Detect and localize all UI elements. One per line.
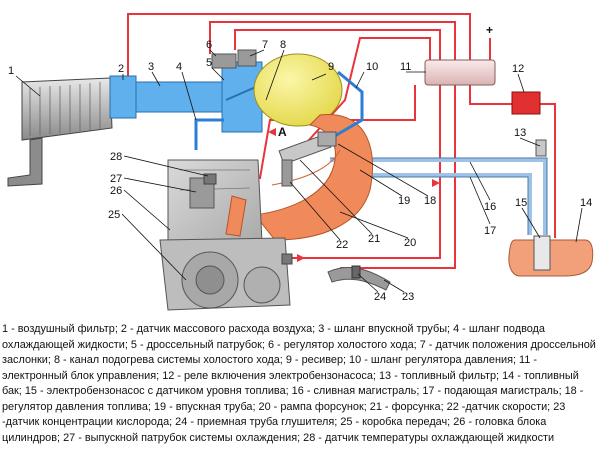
part-label-20: 20: [404, 237, 416, 249]
throttle-linkage: [225, 195, 247, 237]
electronic-control-unit: [424, 59, 496, 86]
part-label-25: 25: [108, 209, 120, 221]
part-label-27: 27: [110, 173, 122, 185]
exhaust-pipe: [327, 266, 391, 291]
electric-fuel-pump: [533, 235, 551, 271]
fuel-tank: [508, 239, 594, 277]
part-label-6: 6: [206, 39, 212, 51]
part-label-9: 9: [328, 61, 334, 73]
coolant-temp-sensor: [203, 173, 217, 185]
plus-marker: +: [486, 23, 493, 37]
intake-hose: [135, 81, 227, 113]
wire-speed: [290, 85, 441, 259]
part-label-21: 21: [368, 233, 380, 245]
idle-air-regulator: [211, 53, 237, 69]
part-label-15: 15: [515, 197, 527, 209]
part-label-10: 10: [366, 61, 378, 73]
supply-line: [330, 173, 532, 235]
fuel-filter: [535, 139, 547, 157]
part-label-2: 2: [118, 63, 124, 75]
part-label-19: 19: [398, 195, 410, 207]
part-label-1: 1: [8, 65, 14, 77]
part-label-4: 4: [176, 61, 182, 73]
part-label-7: 7: [262, 39, 268, 51]
engine-block: [159, 159, 293, 311]
wire-idle: [209, 21, 456, 60]
return-line: [330, 158, 547, 235]
air-filter: [7, 77, 113, 187]
wire-lambda: [340, 85, 456, 269]
part-labels: 1 2 3 4 5 6 7 8 9 10 11 12 13 14 15 16 1…: [8, 39, 592, 303]
fuel-pump-relay: [511, 91, 541, 115]
coolant-hose: [194, 118, 224, 150]
throttle-position-sensor: [237, 49, 257, 67]
part-label-13: 13: [514, 127, 526, 139]
part-label-26: 26: [110, 185, 122, 197]
fuel-lines-outline: [330, 157, 548, 235]
pressure-regulator-hose: [327, 70, 364, 142]
part-label-23: 23: [402, 291, 414, 303]
arrow-a-marker: A: [278, 125, 287, 139]
wire-pump: [540, 103, 556, 238]
part-label-24: 24: [374, 291, 386, 303]
part-label-18: 18: [424, 195, 436, 207]
wire-maf: [127, 13, 471, 78]
part-label-8: 8: [280, 39, 286, 51]
part-label-11: 11: [400, 61, 411, 73]
part-label-16: 16: [484, 201, 496, 213]
parts-legend: 1 - воздушный фильтр; 2 - датчик массово…: [2, 323, 599, 444]
leader-lines: [15, 49, 583, 293]
part-label-22: 22: [336, 239, 348, 251]
fuel-injection-diagram: + A 1 2 3 4 5 6 7 8 9 10 11 12 13 14 15 …: [7, 13, 594, 311]
part-label-28: 28: [110, 151, 122, 163]
fuel-lines: [330, 158, 547, 235]
part-label-12: 12: [512, 63, 524, 75]
part-label-17: 17: [484, 225, 496, 237]
mass-air-flow-sensor: [109, 75, 137, 119]
part-label-3: 3: [148, 61, 154, 73]
wire-tps: [234, 29, 441, 60]
speed-sensor: [281, 253, 293, 265]
flow-arrows: [268, 128, 440, 262]
part-label-14: 14: [580, 197, 592, 209]
wire-relay: [469, 85, 512, 105]
oxygen-sensor: [351, 265, 361, 279]
fuel-pressure-regulator: [317, 131, 337, 147]
part-label-5: 5: [206, 57, 212, 69]
fuel-injector: [281, 159, 293, 187]
